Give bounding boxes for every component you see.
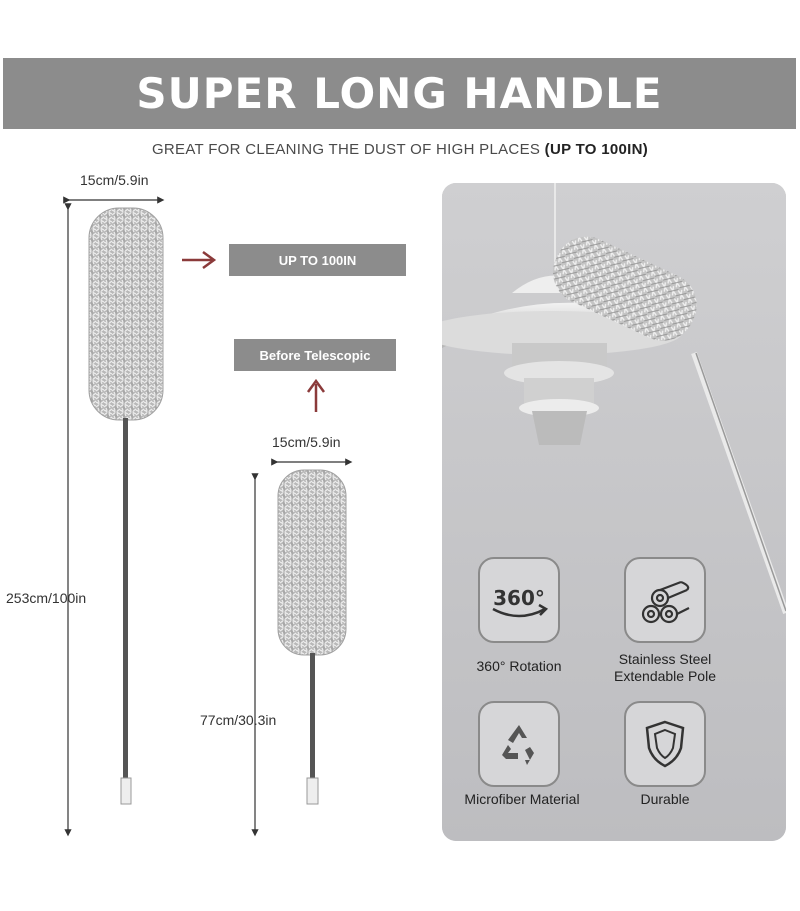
arrow-right-icon xyxy=(182,250,217,270)
recycle-icon xyxy=(502,725,534,765)
feature-steel-label-line1: Stainless Steel xyxy=(618,651,712,667)
feature-microfiber-label: Microfiber Material xyxy=(464,791,580,807)
rotation-360-text: 360° xyxy=(493,586,545,610)
feature-steel-label-line2: Extendable Pole xyxy=(614,668,716,684)
feature-microfiber-box xyxy=(478,701,560,787)
up-to-tag-text: UP TO 100IN xyxy=(278,252,357,268)
feature-360-box: 360° xyxy=(478,557,560,643)
up-to-tag: UP TO 100IN xyxy=(229,244,406,276)
duster-illustration xyxy=(63,196,353,837)
shield-icon xyxy=(645,720,685,768)
title-banner: SUPER LONG HANDLE xyxy=(3,58,796,129)
long-duster xyxy=(63,196,165,837)
page-title: SUPER LONG HANDLE xyxy=(136,69,663,118)
short-head-width-label: 15cm/5.9in xyxy=(272,434,341,450)
feature-durable-box xyxy=(624,701,706,787)
subtitle-highlight: (UP TO 100IN) xyxy=(544,141,649,158)
rotation-360-icon: 360° xyxy=(492,586,549,618)
feature-steel-box xyxy=(624,557,706,643)
long-length-label: 253cm/100in xyxy=(6,590,87,606)
before-telescopic-tag-text: Before Telescopic xyxy=(259,347,371,363)
feature-steel-label: Stainless Steel Extendable Pole xyxy=(592,651,738,685)
subtitle-text: GREAT FOR CLEANING THE DUST OF HIGH PLAC… xyxy=(151,141,545,158)
feature-durable-label: Durable xyxy=(640,791,690,807)
before-telescopic-tag: Before Telescopic xyxy=(234,339,396,371)
short-length-label: 77cm/30.3in xyxy=(200,712,277,728)
feature-360-label: 360° Rotation xyxy=(476,658,562,674)
long-head-width-label: 15cm/5.9in xyxy=(80,172,149,188)
short-duster xyxy=(251,458,353,837)
product-photo-panel: 360° 360° Rotation Stainless Steel Exten… xyxy=(442,183,786,841)
steel-rolls-icon xyxy=(641,580,690,624)
subtitle: GREAT FOR CLEANING THE DUST OF HIGH PLAC… xyxy=(0,141,800,158)
arrow-up-icon xyxy=(306,378,326,412)
